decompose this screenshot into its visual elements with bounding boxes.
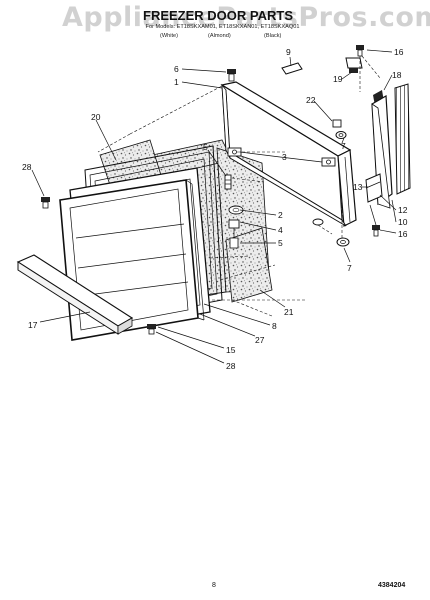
bottom-washer — [336, 237, 350, 247]
door-handle-assembly — [365, 83, 411, 226]
callout-label: 16 — [398, 229, 408, 239]
assembly-reference-lines — [97, 55, 381, 317]
callout-label: 20 — [91, 112, 101, 122]
callout-label: 3 — [282, 152, 287, 162]
color-variants: (White) (Almond) (Black) — [160, 33, 310, 41]
outer-door-front — [59, 179, 205, 341]
callout-label: 5 — [278, 238, 283, 248]
callout-label: 8 — [272, 321, 277, 331]
label-plug — [281, 62, 303, 75]
callout-label: 12 — [398, 205, 408, 215]
callout-label: 5 — [203, 142, 208, 152]
screw-16-bottom — [372, 225, 380, 237]
door-handle-trim — [16, 254, 134, 335]
callout-label: 17 — [28, 320, 38, 330]
callout-label: 19 — [333, 74, 343, 84]
hinge-plate — [345, 57, 363, 73]
right-door-frame — [220, 81, 357, 227]
callout-label: 1 — [174, 77, 179, 87]
model-list: For Models: ET18SKXAM01, ET18SKXAN01, ET… — [145, 24, 300, 30]
callout-label: 10 — [398, 217, 408, 227]
screw-28-left — [41, 197, 50, 209]
callout-label: 28 — [226, 361, 236, 371]
screw-6 — [227, 69, 236, 82]
leader-lines — [31, 49, 397, 364]
variant-white: (White) — [160, 33, 179, 39]
page-title: FREEZER DOOR PARTS — [143, 8, 293, 23]
callout-label: 2 — [278, 210, 283, 220]
screw-28-bottom — [147, 324, 156, 335]
callout-label: 7 — [341, 141, 346, 151]
hinge-bushing — [332, 119, 342, 128]
document-number: 4384204 — [378, 582, 406, 589]
callout-label: 15 — [226, 345, 236, 355]
top-washer — [335, 131, 347, 139]
site-watermark: AppliancePartsPros.com — [62, 2, 430, 33]
callout-label: 18 — [392, 70, 402, 80]
callout-label: 9 — [286, 47, 291, 57]
screw-16-top — [356, 45, 364, 57]
callout-label: 27 — [255, 335, 265, 345]
callout-label: 21 — [284, 307, 294, 317]
callout-label: 7 — [347, 263, 352, 273]
door-stop-parts — [224, 174, 324, 249]
callout-label: 6 — [174, 64, 179, 74]
variant-almond: (Almond) — [208, 33, 231, 39]
callout-label: 22 — [306, 95, 316, 105]
callout-labels: 16 9 6 1 19 18 20 22 7 3 28 5 13 2 4 12 … — [22, 47, 408, 371]
callout-label: 13 — [353, 182, 363, 192]
page-number: 8 — [212, 582, 216, 589]
callout-label: 28 — [22, 162, 32, 172]
callout-label: 16 — [394, 47, 404, 57]
callout-label: 4 — [278, 225, 283, 235]
variant-black: (Black) — [264, 33, 282, 39]
